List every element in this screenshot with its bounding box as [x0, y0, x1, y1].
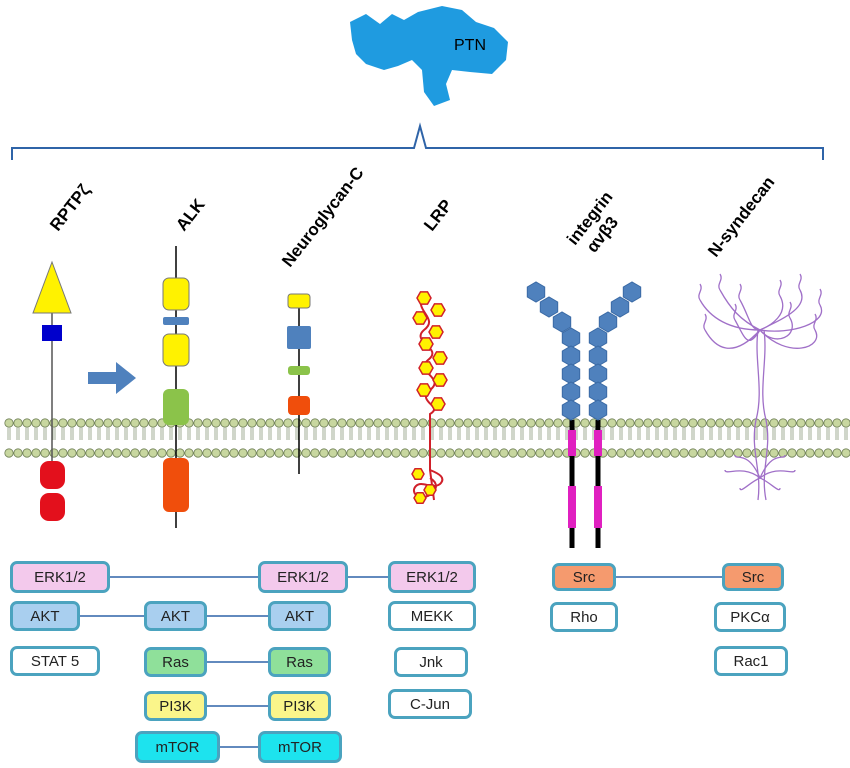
integrin-hexagon — [588, 399, 608, 421]
integrin-hexagon — [561, 345, 581, 367]
integrin-hexagon — [561, 381, 581, 403]
receptor-bracket — [11, 122, 824, 160]
integrin-receptor — [526, 281, 642, 548]
lrp-hexagon — [423, 484, 437, 496]
integrin-hexagon — [561, 399, 581, 421]
lrp-receptor — [411, 291, 448, 504]
integrin-pink-2b — [594, 486, 602, 528]
lrp-hexagon — [411, 468, 425, 480]
erk-box-3: ERK1/2 — [388, 561, 476, 593]
rho-box: Rho — [550, 602, 618, 632]
n-syndecan-receptor — [698, 273, 823, 501]
integrin-hexagon — [561, 363, 581, 385]
mekk-box: MEKK — [388, 601, 476, 631]
alk-orange-domain — [163, 458, 189, 512]
integrin-hexagon — [588, 345, 608, 367]
akt-box-3: AKT — [268, 601, 331, 631]
pi3k-box-1: PI3K — [144, 691, 207, 721]
lrp-hexagon — [412, 311, 428, 325]
integrin-pink-1a — [568, 430, 576, 456]
cell-membrane — [4, 418, 850, 458]
src-box-1: Src — [552, 563, 616, 591]
mtor-box-1: mTOR — [135, 731, 220, 763]
alk-green-domain — [163, 389, 189, 425]
ras-box-2: Ras — [268, 647, 331, 677]
cjun-box: C-Jun — [388, 689, 472, 719]
stat5-box: STAT 5 — [10, 646, 100, 676]
lrp-hexagon — [430, 397, 446, 411]
src-box-2: Src — [722, 563, 784, 591]
rac1-box: Rac1 — [714, 646, 788, 676]
label-alk: ALK — [172, 195, 209, 235]
activation-arrow — [88, 362, 136, 394]
integrin-hexagon — [561, 327, 581, 349]
integrin-pink-1b — [594, 430, 602, 456]
integrin-hexagon — [588, 363, 608, 385]
label-integrin: integrin αvβ3 — [563, 184, 635, 261]
lrp-hexagon — [418, 337, 434, 351]
integrin-pink-2a — [568, 486, 576, 528]
ras-box-1: Ras — [144, 647, 207, 677]
lrp-hexagon — [416, 291, 432, 305]
lrp-hexagon — [418, 361, 434, 375]
ngc-green-domain — [288, 366, 310, 375]
integrin-hexagon — [539, 296, 559, 318]
ptn-ligand: PTN — [350, 6, 508, 106]
ngc-red-domain — [288, 396, 310, 415]
lrp-hexagon — [432, 373, 448, 387]
lrp-hexagon — [432, 351, 448, 365]
alk-yellow-domain-2 — [162, 333, 190, 367]
jnk-box: Jnk — [394, 647, 468, 677]
lrp-hexagon — [413, 492, 427, 504]
akt-box-1: AKT — [10, 601, 80, 631]
lrp-hexagon — [428, 325, 444, 339]
signaling-connectors — [80, 576, 722, 748]
lrp-hexagon — [416, 383, 432, 397]
rptp-red-domain-1 — [40, 461, 65, 489]
pi3k-box-2: PI3K — [268, 691, 331, 721]
rptp-blue-domain — [42, 325, 62, 341]
label-rptp: RPTPζ — [46, 181, 94, 235]
integrin-hexagon — [588, 327, 608, 349]
pkca-box: PKCα — [714, 602, 786, 632]
akt-box-2: AKT — [144, 601, 207, 631]
alk-blue-band — [163, 317, 189, 325]
ptn-blob — [350, 6, 508, 106]
ngc-yellow-domain — [287, 293, 311, 309]
rptp-red-domain-2 — [40, 493, 65, 521]
lrp-hexagon — [430, 303, 446, 317]
integrin-hexagon — [610, 296, 630, 318]
ngc-blue-domain — [287, 326, 311, 349]
alk-yellow-domain-1 — [162, 277, 190, 311]
label-n-syndecan: N-syndecan — [704, 173, 778, 261]
mtor-box-2: mTOR — [258, 731, 342, 763]
neuroglycan-c-receptor — [287, 293, 311, 474]
alk-receptor — [162, 246, 190, 528]
rptp-receptor — [32, 260, 72, 521]
label-lrp: LRP — [420, 196, 456, 234]
integrin-hexagon — [598, 311, 618, 333]
integrin-hexagon — [526, 281, 546, 303]
ptn-label: PTN — [454, 37, 486, 54]
erk-box-2: ERK1/2 — [258, 561, 348, 593]
integrin-hexagon — [588, 381, 608, 403]
label-neuroglycan-c: Neuroglycan-C — [278, 163, 367, 270]
integrin-hexagon — [552, 311, 572, 333]
integrin-hexagon — [622, 281, 642, 303]
rptp-triangle — [32, 260, 72, 314]
erk-box-1: ERK1/2 — [10, 561, 110, 593]
